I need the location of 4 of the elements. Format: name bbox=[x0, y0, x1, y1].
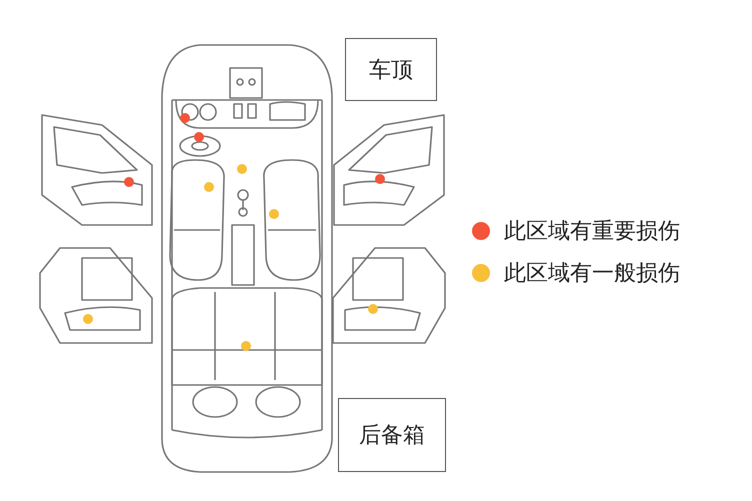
label-box: 车顶 bbox=[345, 38, 437, 101]
label-box: 后备箱 bbox=[338, 398, 446, 472]
legend-text: 此区域有一般损伤 bbox=[504, 260, 680, 288]
legend-text: 此区域有重要损伤 bbox=[504, 218, 680, 246]
